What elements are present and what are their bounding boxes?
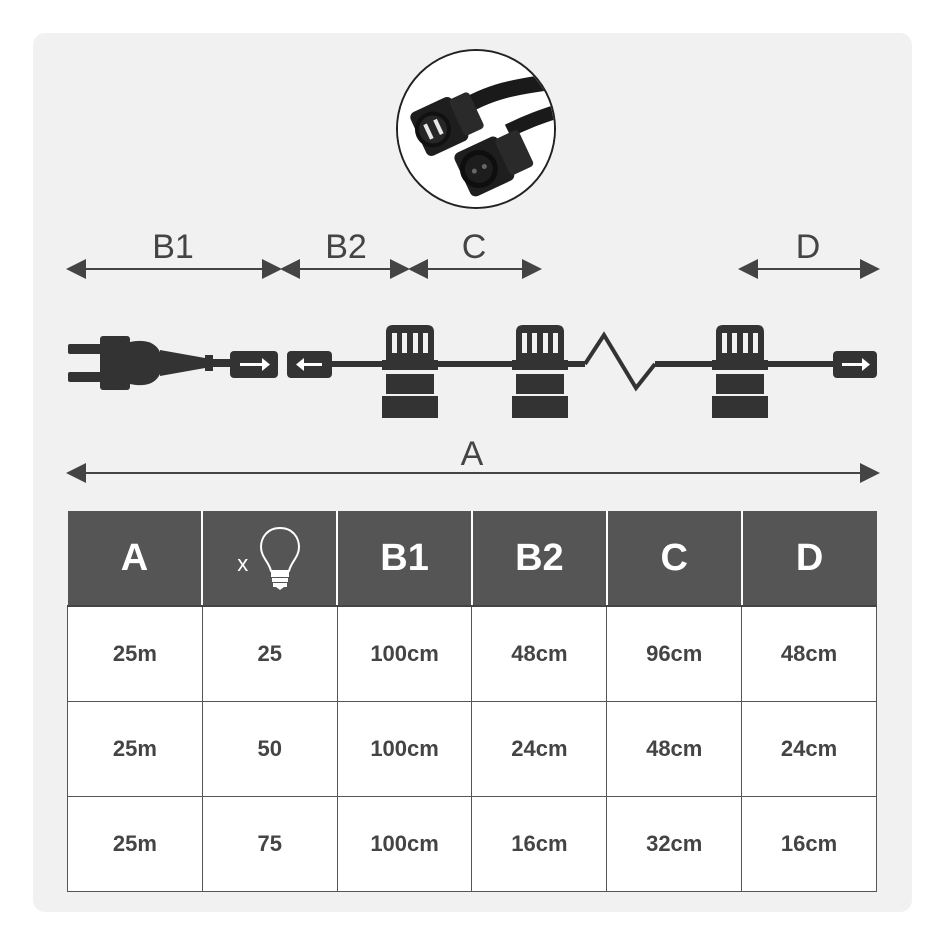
bulb-count-prefix: x [237,551,249,576]
cell-a: 25m [67,796,203,892]
cell-b2: 48cm [471,605,608,702]
spec-table: A x B1 B2 C D 25m 2 [67,511,877,892]
cell-d: 16cm [741,796,877,892]
table-header-row: A x B1 B2 C D [67,511,877,607]
table-row: 25m 25 100cm 48cm 96cm 48cm [67,605,877,702]
male-connector-icon [230,351,278,378]
header-b2: B2 [471,511,608,607]
cell-b2: 16cm [471,796,608,892]
end-connector-icon [833,351,877,378]
power-plug-icon [68,336,233,390]
dimension-arrows [66,259,880,483]
bulb-socket-icon [512,325,568,418]
header-c: C [606,511,743,607]
header-d: D [741,511,877,607]
cell-b1: 100cm [336,796,473,892]
cell-d: 24cm [741,701,877,797]
header-b1: B1 [337,511,473,607]
cell-bulbs: 50 [201,701,338,797]
cell-a: 25m [67,605,203,702]
cell-bulbs: 75 [201,796,338,892]
cell-b2: 24cm [471,701,608,797]
cell-b1: 100cm [336,605,473,702]
cell-c: 96cm [606,605,743,702]
cell-c: 32cm [606,796,743,892]
light-bulb-icon [260,526,301,590]
table-row: 25m 75 100cm 16cm 32cm 16cm [67,796,877,892]
cell-bulbs: 25 [201,605,338,702]
table-row: 25m 50 100cm 24cm 48cm 24cm [67,701,877,797]
cable [332,331,834,392]
cell-d: 48cm [741,605,877,702]
bulb-socket-icon [712,325,768,418]
female-connector-icon [287,351,332,378]
cell-b1: 100cm [336,701,473,797]
header-bulb-count: x [202,511,339,607]
bulb-socket-icon [382,325,438,418]
header-a: A [67,511,204,607]
cell-a: 25m [67,701,203,797]
cell-c: 48cm [606,701,743,797]
